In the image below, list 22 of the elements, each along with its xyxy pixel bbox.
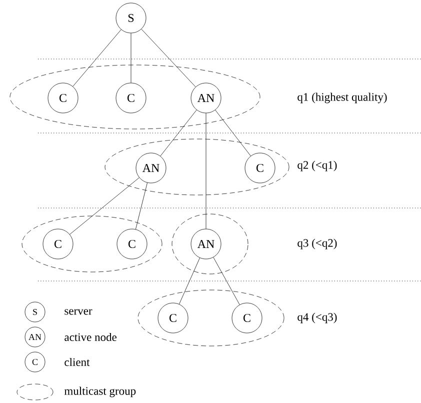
multicast-group-ellipse bbox=[22, 216, 162, 272]
quality-level-label: q4 (<q3) bbox=[298, 312, 337, 324]
multicast-group-ellipse bbox=[138, 290, 284, 346]
quality-level-label: q1 (highest quality) bbox=[298, 92, 387, 104]
legend-label: active node bbox=[64, 332, 116, 342]
multicast-group-ellipse bbox=[104, 138, 290, 196]
legend-label: multicast group bbox=[64, 386, 136, 398]
tree-edge bbox=[72, 29, 122, 87]
tree-edge bbox=[179, 258, 200, 304]
quality-level-label: q3 (<q2) bbox=[298, 238, 337, 250]
tree-edge bbox=[141, 28, 196, 88]
quality-level-label: q2 (<q1) bbox=[298, 160, 337, 172]
tree-edge bbox=[215, 110, 251, 156]
multicast-group-ellipse bbox=[172, 214, 248, 274]
tree-edge bbox=[70, 177, 140, 235]
tree-edge bbox=[135, 182, 148, 230]
legend-label: server bbox=[64, 309, 92, 315]
tree-edge bbox=[130, 33, 132, 83]
tree-edge bbox=[160, 110, 197, 156]
legend-label: client bbox=[64, 358, 90, 366]
multicast-group-ellipse bbox=[10, 64, 260, 130]
tree-edge bbox=[213, 257, 240, 305]
